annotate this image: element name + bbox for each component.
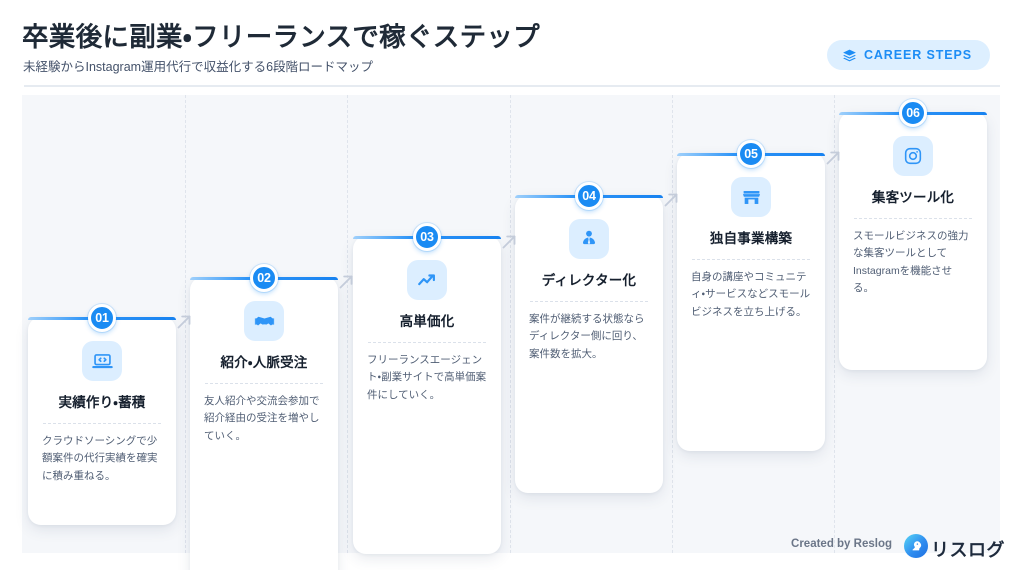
- step-title: ディレクター化: [541, 273, 637, 288]
- step-description: 友人紹介や交流会参加で紹介経由の受注を増やしていく。: [204, 394, 320, 442]
- step-description: 案件が継続する状態ならディレクター側に回り、案件数を拡大。: [529, 312, 645, 360]
- column-divider: [672, 95, 673, 553]
- column-divider: [347, 95, 348, 553]
- step-title: 紹介・人脈受注: [220, 355, 308, 370]
- step-arrow-2-3: [335, 271, 357, 293]
- step-title: 実績作り・蓄積: [58, 395, 146, 410]
- laptop-code-icon: [82, 341, 122, 381]
- step-arrow-4-5: [660, 189, 682, 211]
- steps-stage: 01 実績作り・蓄積 クラウドソーシングで少額案件の代行実績を確実に積み重ねる。…: [22, 95, 1000, 570]
- reslog-squirrel-logo: [904, 534, 928, 558]
- step-number-badge: 03: [413, 223, 441, 251]
- card-separator: [530, 300, 648, 302]
- page-header: 卒業後に副業・フリーランスで稼ぐステップ 未経験からInstagram運用代行で…: [0, 0, 1024, 88]
- column-divider: [834, 95, 835, 553]
- step-description: クラウドソーシングで少額案件の代行実績を確実に積み重ねる。: [42, 434, 158, 482]
- footer-credit: Created by Reslog: [791, 538, 892, 550]
- step-card-03[interactable]: 03 高単価化 フリーランスエージェント・副業サイトで高単価案件にしていく。: [353, 223, 501, 554]
- step-card-02[interactable]: 02 紹介・人脈受注 友人紹介や交流会参加で紹介経由の受注を増やしていく。: [190, 264, 338, 570]
- step-number-badge: 06: [899, 99, 927, 127]
- card-separator: [854, 217, 972, 219]
- page-subtitle: 未経験からInstagram運用代行で収益化する6段階ロードマップ: [23, 60, 374, 74]
- step-card-01[interactable]: 01 実績作り・蓄積 クラウドソーシングで少額案件の代行実績を確実に積み重ねる。: [28, 304, 176, 525]
- career-steps-badge-label: CAREER STEPS: [863, 48, 972, 62]
- step-arrow-3-4: [498, 231, 520, 253]
- layers-icon: [842, 48, 857, 63]
- step-title: 高単価化: [399, 314, 455, 329]
- step-description: フリーランスエージェント・副業サイトで高単価案件にしていく。: [367, 353, 487, 401]
- card-separator: [205, 382, 323, 384]
- column-divider: [510, 95, 511, 553]
- storefront-icon: [731, 177, 771, 217]
- step-description: 自身の講座やコミュニティ・サービスなどスモールビジネスを立ち上げる。: [691, 270, 811, 318]
- step-description: スモールビジネスの強力な集客ツールとしてInstagramを機能させる。: [853, 229, 969, 295]
- handshake-icon: [244, 301, 284, 341]
- step-card-05[interactable]: 05 独自事業構築 自身の講座やコミュニティ・サービスなどスモールビジネスを立ち…: [677, 140, 825, 451]
- card-separator: [692, 258, 810, 260]
- step-number-badge: 04: [575, 182, 603, 210]
- step-number-badge: 05: [737, 140, 765, 168]
- trending-up-icon: [407, 260, 447, 300]
- step-arrow-1-2: [173, 311, 195, 333]
- brand-name: リスログ: [931, 540, 1005, 560]
- column-divider: [185, 95, 186, 553]
- step-card-04[interactable]: 04 ディレクター化 案件が継続する状態ならディレクター側に回り、案件数を拡大。: [515, 182, 663, 493]
- page-title: 卒業後に副業・フリーランスで稼ぐステップ: [22, 22, 540, 52]
- user-tie-icon: [569, 219, 609, 259]
- step-title: 集客ツール化: [871, 190, 955, 205]
- instagram-icon: [893, 136, 933, 176]
- step-number-badge: 02: [250, 264, 278, 292]
- step-arrow-5-6: [822, 147, 844, 169]
- step-card-06[interactable]: 06 集客ツール化 スモールビジネスの強力な集客ツールとしてInstagramを…: [839, 99, 987, 370]
- step-title: 独自事業構築: [709, 231, 793, 246]
- header-divider: [24, 85, 1000, 87]
- card-separator: [43, 422, 161, 424]
- card-separator: [368, 341, 486, 343]
- career-steps-badge[interactable]: CAREER STEPS: [826, 40, 990, 70]
- step-number-badge: 01: [88, 304, 116, 332]
